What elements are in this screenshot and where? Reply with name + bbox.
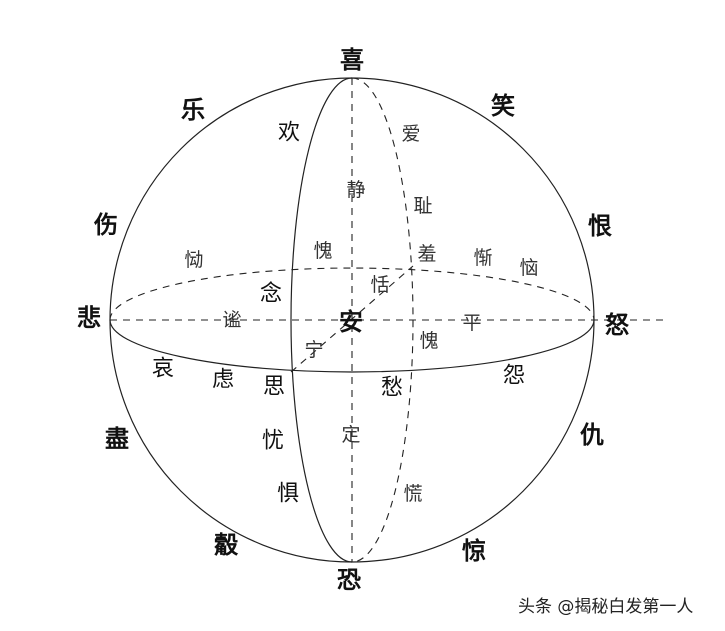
label-xiao: 笑 (491, 92, 515, 120)
label-kui-upper: 愧 (313, 240, 332, 262)
meridian-back-arc (351, 77, 414, 563)
label-hu: 觳 (214, 531, 239, 559)
label-nu: 怒 (605, 311, 629, 339)
label-huang: 慌 (403, 483, 422, 505)
label-shang: 伤 (93, 211, 118, 239)
label-yuan: 怨 (503, 364, 525, 389)
label-jing-fear: 惊 (462, 537, 486, 565)
label-huan: 欢 (278, 121, 300, 146)
label-xiu: 羞 (417, 243, 436, 265)
label-ning: 宁 (304, 339, 323, 361)
label-you: 忧 (262, 429, 284, 454)
depth-axis (290, 265, 414, 373)
label-ai-love: 爱 (401, 123, 420, 145)
label-nao: 恼 (519, 257, 538, 279)
label-chou: 仇 (580, 421, 604, 449)
label-xi: 喜 (340, 46, 364, 74)
label-ping: 平 (462, 312, 481, 334)
equator-front-arc (109, 319, 595, 373)
label-bei: 悲 (77, 304, 101, 332)
label-yi: 谧 (222, 309, 241, 331)
label-si: 思 (263, 375, 285, 400)
label-nian: 念 (260, 282, 282, 307)
equator-back-arc (109, 267, 595, 321)
label-ju: 惧 (277, 482, 299, 507)
label-hen: 恨 (588, 212, 612, 240)
label-le: 乐 (181, 96, 205, 124)
watermark-text: 头条 @揭秘白发第一人 (518, 597, 694, 617)
label-an: 安 (339, 308, 363, 336)
label-ai-grief: 哀 (152, 357, 174, 382)
label-can: 惭 (473, 247, 492, 269)
label-jin: 盡 (105, 425, 129, 453)
label-kong: 恐 (337, 566, 361, 594)
label-jing-calm: 静 (346, 179, 365, 201)
label-tian: 恬 (370, 274, 389, 296)
label-lv: 虑 (212, 368, 234, 393)
label-chi: 耻 (413, 195, 432, 217)
label-kui-lower: 愧 (419, 330, 438, 352)
meridian-front-arc (290, 77, 353, 563)
label-tong: 恸 (184, 249, 203, 271)
label-ding: 定 (341, 424, 360, 446)
label-chou-sad: 愁 (381, 376, 403, 401)
